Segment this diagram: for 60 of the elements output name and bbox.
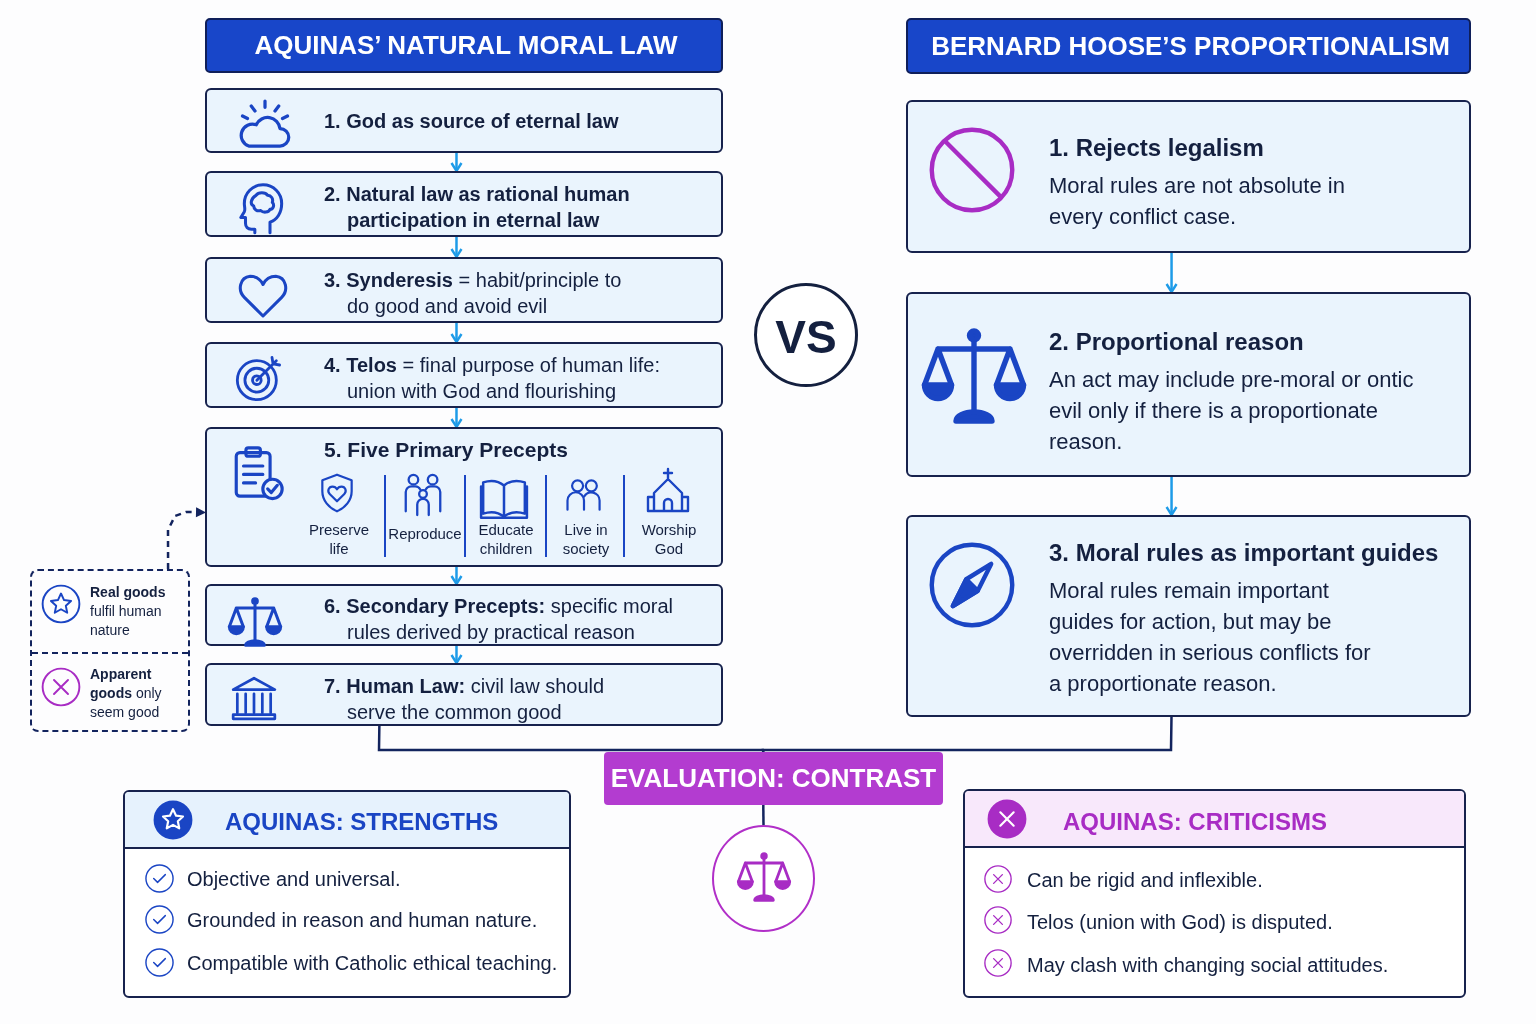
arrow (450, 646, 463, 665)
step-box (205, 427, 723, 567)
card-heading: AQUINAS: CRITICISMS (1063, 808, 1328, 836)
step-text: 6. Secondary Precepts: specific moral rules derived by practical reason (324, 594, 675, 645)
body-text: Moral rules remain important guides for action, but may be overridden in serious conflicts for a proportionate reason. (1049, 577, 1372, 698)
step-box (205, 663, 723, 726)
arrow (1165, 477, 1178, 517)
arrow (450, 323, 463, 344)
principle-box (906, 100, 1471, 253)
precept-label: Educate children (477, 520, 535, 558)
card-heading: 2. Proportional reason (1049, 328, 1305, 356)
arrow (450, 153, 463, 173)
header-banner (205, 18, 723, 73)
precept-label: Worship God (640, 520, 698, 558)
card-heading: AQUINAS: STRENGTHS (225, 808, 500, 836)
arrow (450, 408, 463, 429)
step-box (205, 171, 723, 237)
step-box (205, 88, 723, 153)
step-box (205, 584, 723, 646)
body-text: Objective and universal. (187, 868, 402, 891)
banner-text: VS (774, 310, 838, 364)
step-text: 4. Telos = final purpose of human life: union with God and flourishing (324, 353, 661, 404)
note-text: Apparent goods only seem good (90, 665, 163, 722)
step-text: 7. Human Law: civil law should serve the common good (324, 674, 606, 725)
step-text: 2. Natural law as rational human participation in eternal law (324, 182, 631, 233)
note-text: Real goods fulfil human nature (90, 583, 167, 640)
precept-label: Reproduce (387, 524, 463, 543)
principle-box (906, 515, 1471, 717)
precept-label: Preserve life (308, 520, 370, 558)
connector-line (762, 805, 765, 825)
header-title: AQUINAS’ NATURAL MORAL LAW (253, 29, 679, 62)
card-heading: 3. Moral rules as important guides (1049, 539, 1440, 567)
arrow (1165, 253, 1178, 294)
arrow (166, 507, 206, 569)
step-box (205, 257, 723, 323)
criticisms-card (963, 789, 1466, 998)
arrow (450, 237, 463, 259)
banner-text: EVALUATION: CONTRAST (609, 763, 938, 794)
connector-line (761, 717, 1173, 753)
body-text: Can be rigid and inflexible. (1027, 869, 1264, 892)
dashed-note-box (30, 569, 190, 732)
evaluation-banner (604, 752, 943, 805)
body-text: Grounded in reason and human nature. (187, 909, 539, 932)
step-text: 1. God as source of eternal law (324, 109, 620, 134)
step-box (205, 342, 723, 408)
card-heading: 1. Rejects legalism (1049, 134, 1265, 162)
connector-line (377, 725, 765, 753)
principle-box (906, 292, 1471, 477)
body-text: Compatible with Catholic ethical teaching. (187, 952, 559, 975)
body-text: An act may include pre-moral or ontic evil only if there is a proportionate reason. (1049, 366, 1414, 456)
step-heading: 5. Five Primary Precepts (324, 437, 569, 463)
header-banner (906, 18, 1471, 74)
precept-label: Live in society (561, 520, 611, 558)
body-text: May clash with changing social attitudes. (1027, 954, 1390, 977)
header-title: BERNARD HOOSE’S PROPORTIONALISM (930, 29, 1451, 63)
body-text: Telos (union with God) is disputed. (1027, 911, 1334, 934)
step-text: 3. Synderesis = habit/principle to do good and avoid evil (324, 268, 623, 319)
arrow (450, 567, 463, 586)
body-text: Moral rules are not absolute in every conflict case. (1049, 172, 1346, 231)
strengths-card (123, 790, 571, 998)
